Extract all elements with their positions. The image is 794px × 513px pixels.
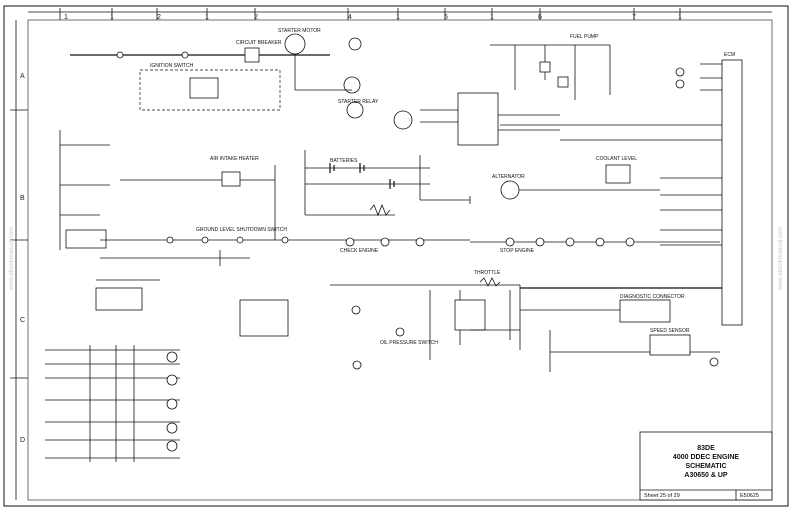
sheet-border xyxy=(3,5,789,507)
starter-motor-symbol xyxy=(284,33,306,55)
top-ruler: 1 1 2 1 2 4 1 5 1 6 7 1 xyxy=(28,8,772,21)
title-engine: 4000 DDEC ENGINE xyxy=(673,454,739,461)
col-label: 4 xyxy=(348,14,352,21)
label-ecm: ECM xyxy=(724,52,735,58)
row-label: A xyxy=(20,73,25,80)
title-block: 83DE 4000 DDEC ENGINE SCHEMATIC A30650 &… xyxy=(639,431,773,501)
drawing-code: E50625 xyxy=(740,493,759,499)
row-label: D xyxy=(20,437,25,444)
sheet-number: Sheet 25 of 29 xyxy=(644,493,680,499)
col-label: 2 xyxy=(157,14,161,21)
label-starter-relay: STARTER RELAY xyxy=(338,99,379,105)
col-label: 1 xyxy=(396,14,400,21)
circuit-breaker-symbol xyxy=(244,47,260,63)
title-serial: A30650 & UP xyxy=(684,472,728,479)
label-fuel-pump: FUEL PUMP xyxy=(570,34,599,40)
col-label: 2 xyxy=(254,14,258,21)
label-batteries: BATTERIES xyxy=(330,158,358,164)
col-label: 1 xyxy=(678,14,682,21)
shutdown-bus xyxy=(95,236,470,311)
title-model: 83DE xyxy=(697,445,715,452)
row-label: B xyxy=(20,195,25,202)
ecm-connector xyxy=(500,59,743,326)
upper-right-switches xyxy=(490,44,685,100)
coolant-sensor xyxy=(605,164,631,184)
col-label: 1 xyxy=(490,14,494,21)
sensor-circuit xyxy=(330,277,720,372)
label-oil-pressure: OIL PRESSURE SWITCH xyxy=(380,340,438,346)
alternator-symbol xyxy=(500,180,520,200)
label-stop-engine: STOP ENGINE xyxy=(500,248,535,254)
col-label: 1 xyxy=(205,14,209,21)
col-label: 1 xyxy=(110,14,114,21)
col-label: 5 xyxy=(444,14,448,21)
fuse-panel xyxy=(139,69,281,111)
label-air-intake: AIR INTAKE HEATER xyxy=(210,156,259,162)
watermark-left: www.ebookmanual.com xyxy=(9,227,15,291)
row-label: C xyxy=(20,317,25,324)
left-ruler: A B C D xyxy=(10,20,28,500)
starter-relay-symbol xyxy=(343,76,361,94)
main-power-bus xyxy=(70,33,362,94)
label-diagnostic: DIAGNOSTIC CONNECTOR xyxy=(620,294,685,300)
drawing-frame xyxy=(27,19,773,501)
label-speed-sensor: SPEED SENSOR xyxy=(650,328,690,334)
title-type: SCHEMATIC xyxy=(685,463,726,470)
label-check-engine: CHECK ENGINE xyxy=(340,248,379,254)
col-label: 7 xyxy=(632,14,636,21)
label-ignition: IGNITION SWITCH xyxy=(150,63,194,69)
label-throttle: THROTTLE xyxy=(474,270,501,276)
label-coolant: COOLANT LEVEL xyxy=(596,156,637,162)
left-switch-cluster xyxy=(59,130,276,250)
label-starter: STARTER MOTOR xyxy=(278,28,321,34)
watermark-right: www.ebookmanual.com xyxy=(778,227,784,291)
batteries xyxy=(304,150,471,217)
col-label: 1 xyxy=(64,14,68,21)
col-label: 6 xyxy=(538,14,542,21)
label-ground-shutdown: GROUND LEVEL SHUTDOWN SWITCH xyxy=(196,227,287,233)
indicator-lamps xyxy=(345,237,720,247)
harness-connectors xyxy=(45,345,180,462)
relay-box xyxy=(239,299,289,337)
relay-block xyxy=(346,92,560,146)
label-alternator: ALTERNATOR xyxy=(492,174,525,180)
label-circuit-breaker: CIRCUIT BREAKER xyxy=(236,40,282,46)
